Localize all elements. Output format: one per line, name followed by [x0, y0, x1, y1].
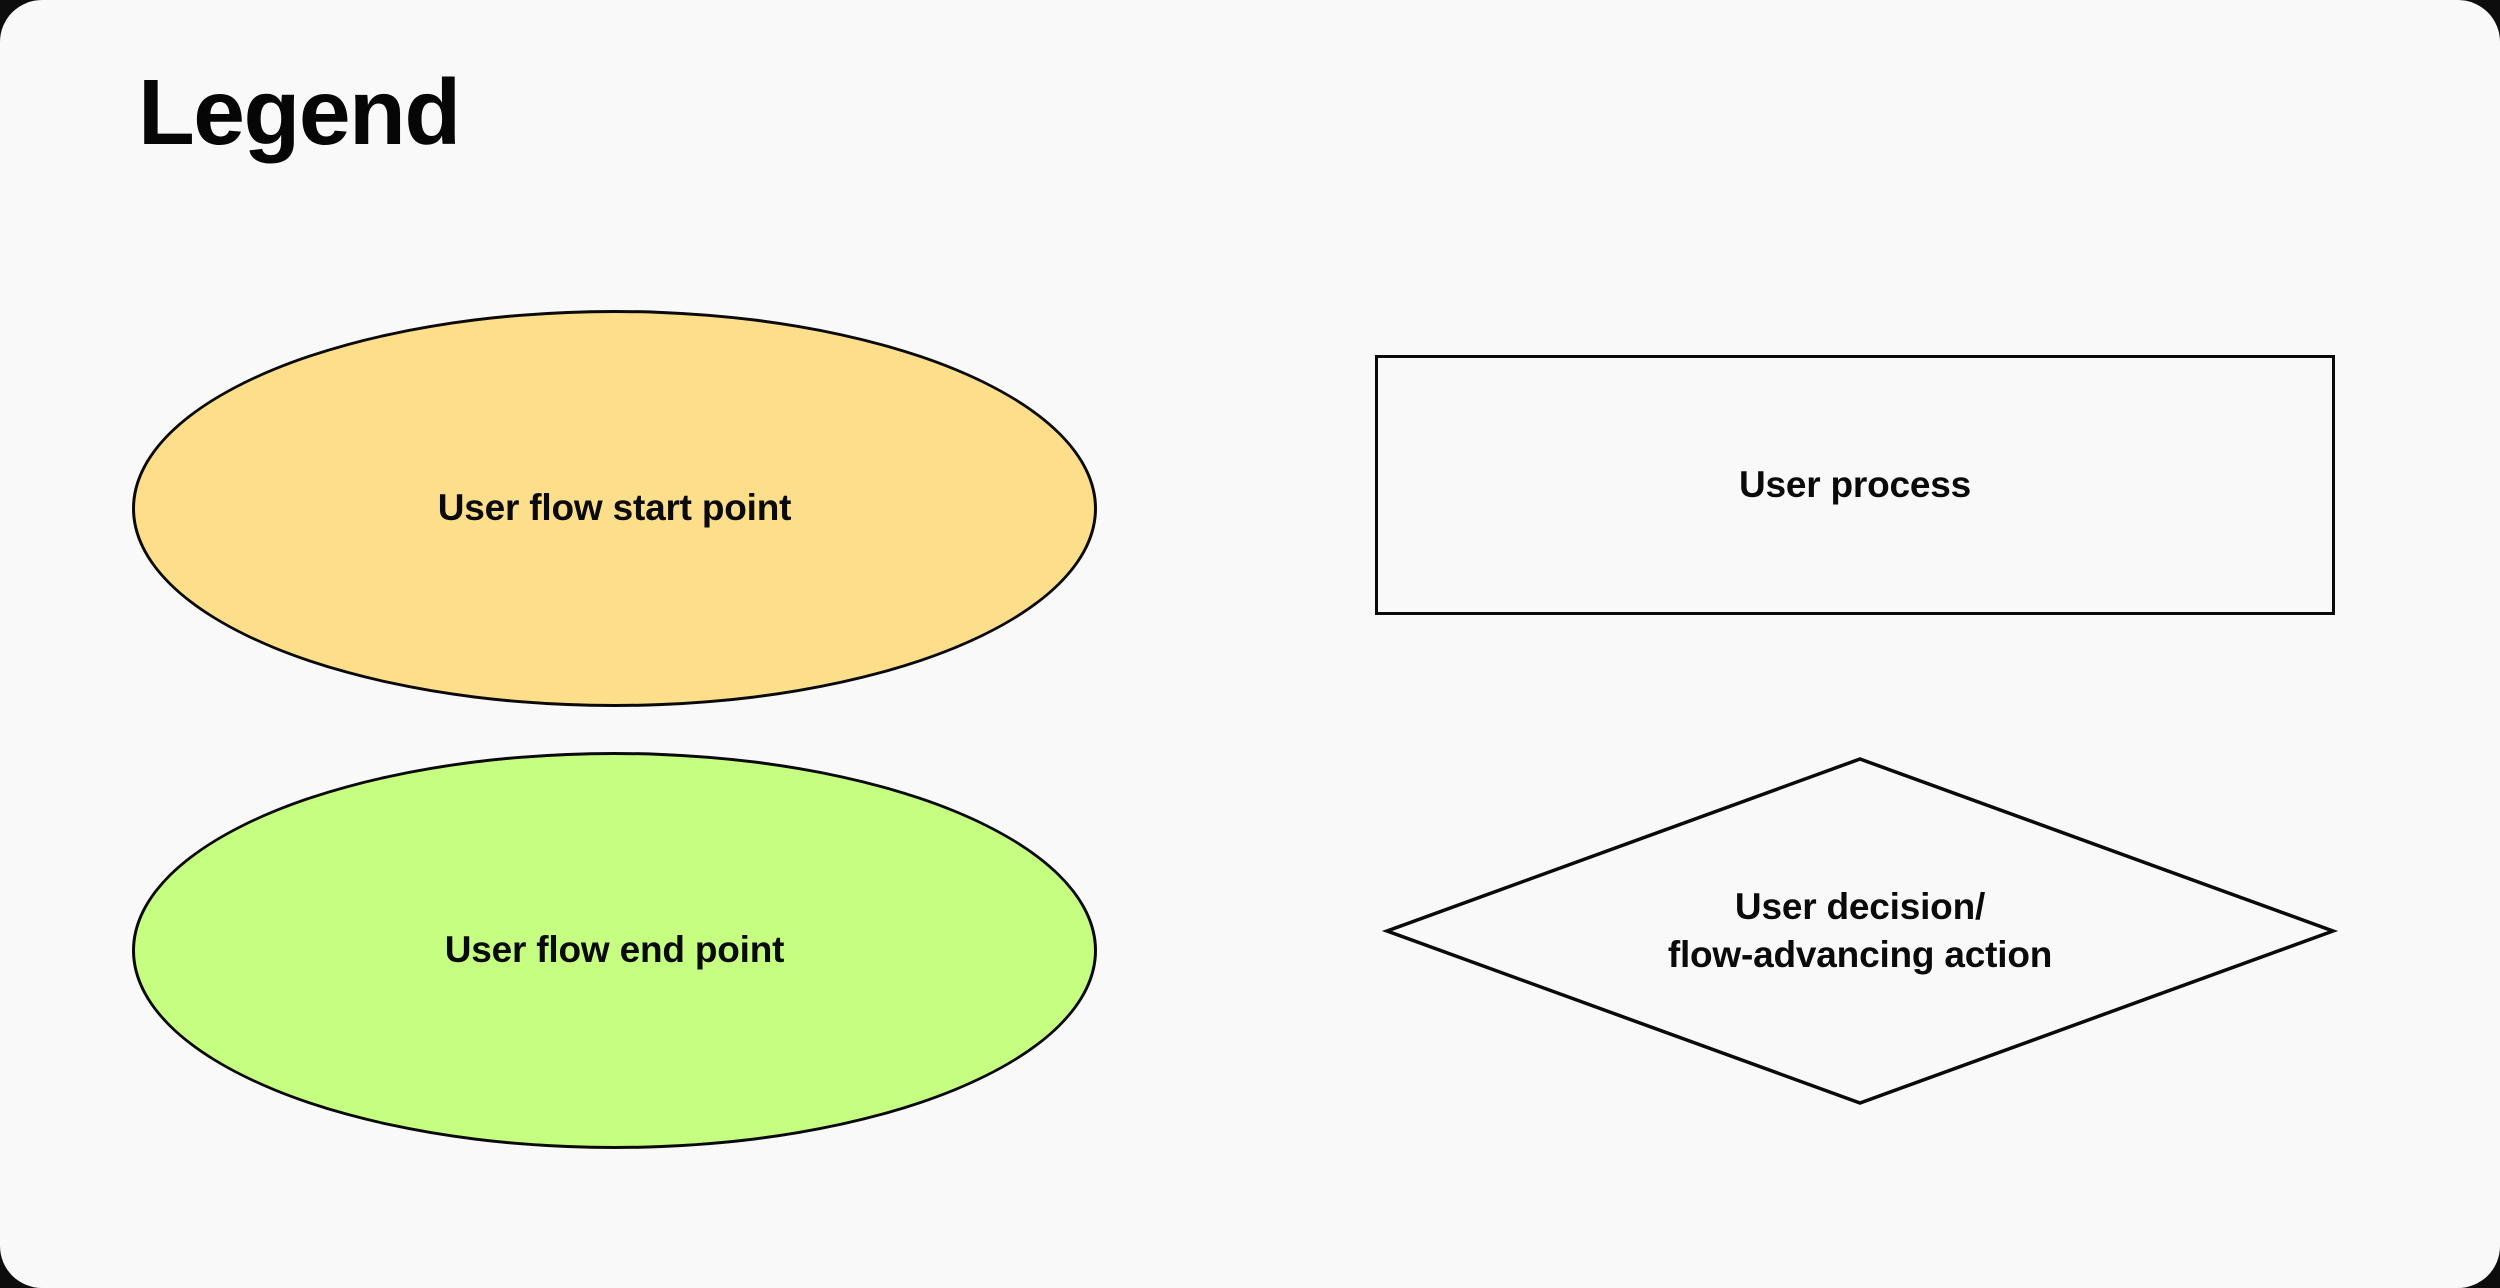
diamond-shape-decision	[1385, 757, 2335, 1105]
ellipse-shape-start	[132, 310, 1097, 707]
ellipse-shape-end	[132, 752, 1097, 1149]
page-title: Legend	[138, 60, 461, 164]
legend-item-user-process[interactable]: User process	[1375, 355, 2335, 615]
legend-item-user-flow-start-point[interactable]: User flow start point	[132, 310, 1097, 707]
legend-item-user-decision[interactable]: User decision/ flow-advancing action	[1385, 757, 2335, 1105]
rectangle-shape-process	[1375, 355, 2335, 615]
legend-item-user-flow-end-point[interactable]: User flow end point	[132, 752, 1097, 1149]
